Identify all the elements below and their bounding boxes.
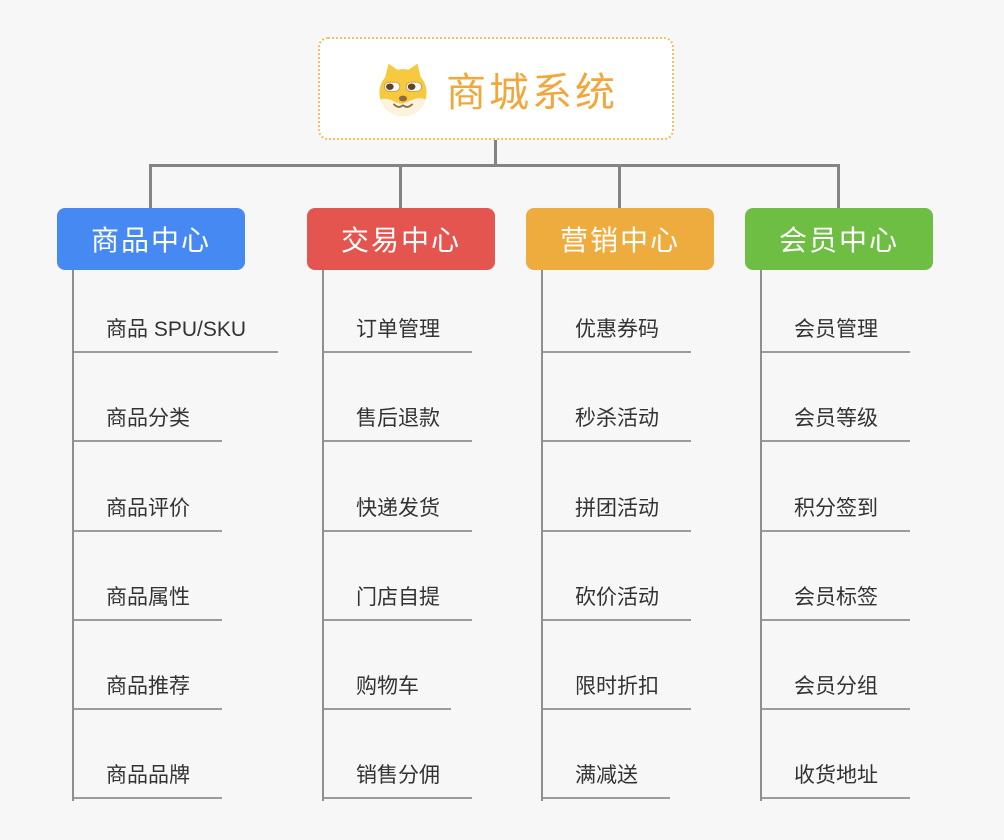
- connector-drop-trade: [399, 164, 402, 208]
- topic-express-shipping[interactable]: 快递发货: [324, 488, 472, 532]
- topic-store-pickup[interactable]: 门店自提: [324, 577, 472, 621]
- topic-aftersale-refund[interactable]: 售后退款: [324, 398, 472, 442]
- connector-root-vertical: [494, 140, 497, 166]
- topic-coupon-code[interactable]: 优惠券码: [543, 309, 691, 353]
- topic-spend-save[interactable]: 满减送: [543, 755, 670, 799]
- connector-bus: [149, 164, 840, 167]
- branch-trade-items: 订单管理 售后退款 快递发货 门店自提 购物车 销售分佣: [322, 270, 574, 801]
- topic-shopping-cart[interactable]: 购物车: [324, 666, 451, 710]
- branch-product-center[interactable]: 商品中心: [57, 208, 245, 270]
- topic-group-buy[interactable]: 拼团活动: [543, 488, 691, 532]
- topic-product-attribute[interactable]: 商品属性: [74, 577, 222, 621]
- connector-drop-marketing: [618, 164, 621, 208]
- topic-member-group[interactable]: 会员分组: [762, 666, 910, 710]
- topic-shipping-address[interactable]: 收货地址: [762, 755, 910, 799]
- branch-product-items: 商品 SPU/SKU 商品分类 商品评价 商品属性 商品推荐 商品品牌: [72, 270, 324, 801]
- branch-trade-center[interactable]: 交易中心: [307, 208, 495, 270]
- branch-marketing-center[interactable]: 营销中心: [526, 208, 714, 270]
- topic-product-recommend[interactable]: 商品推荐: [74, 666, 222, 710]
- topic-product-category[interactable]: 商品分类: [74, 398, 222, 442]
- branch-member-center[interactable]: 会员中心: [745, 208, 933, 270]
- topic-member-level[interactable]: 会员等级: [762, 398, 910, 442]
- root-topic-title: 商城系统: [446, 70, 618, 115]
- root-topic[interactable]: 商城系统: [318, 37, 674, 140]
- topic-limited-time-discount[interactable]: 限时折扣: [543, 666, 691, 710]
- topic-bargain-activity[interactable]: 砍价活动: [543, 577, 691, 621]
- branch-marketing-items: 优惠券码 秒杀活动 拼团活动 砍价活动 限时折扣 满减送: [541, 270, 793, 801]
- branch-member-items: 会员管理 会员等级 积分签到 会员标签 会员分组 收货地址: [760, 270, 1004, 801]
- dog-face-icon: [379, 63, 427, 116]
- connector-drop-product: [149, 164, 152, 208]
- topic-product-brand[interactable]: 商品品牌: [74, 755, 222, 799]
- topic-points-checkin[interactable]: 积分签到: [762, 488, 910, 532]
- connector-drop-member: [837, 164, 840, 208]
- topic-order-management[interactable]: 订单管理: [324, 309, 472, 353]
- topic-member-tag[interactable]: 会员标签: [762, 577, 910, 621]
- topic-product-spu-sku[interactable]: 商品 SPU/SKU: [74, 309, 279, 353]
- topic-flash-sale[interactable]: 秒杀活动: [543, 398, 691, 442]
- topic-member-management[interactable]: 会员管理: [762, 309, 910, 353]
- topic-sales-commission[interactable]: 销售分佣: [324, 755, 472, 799]
- topic-product-review[interactable]: 商品评价: [74, 488, 222, 532]
